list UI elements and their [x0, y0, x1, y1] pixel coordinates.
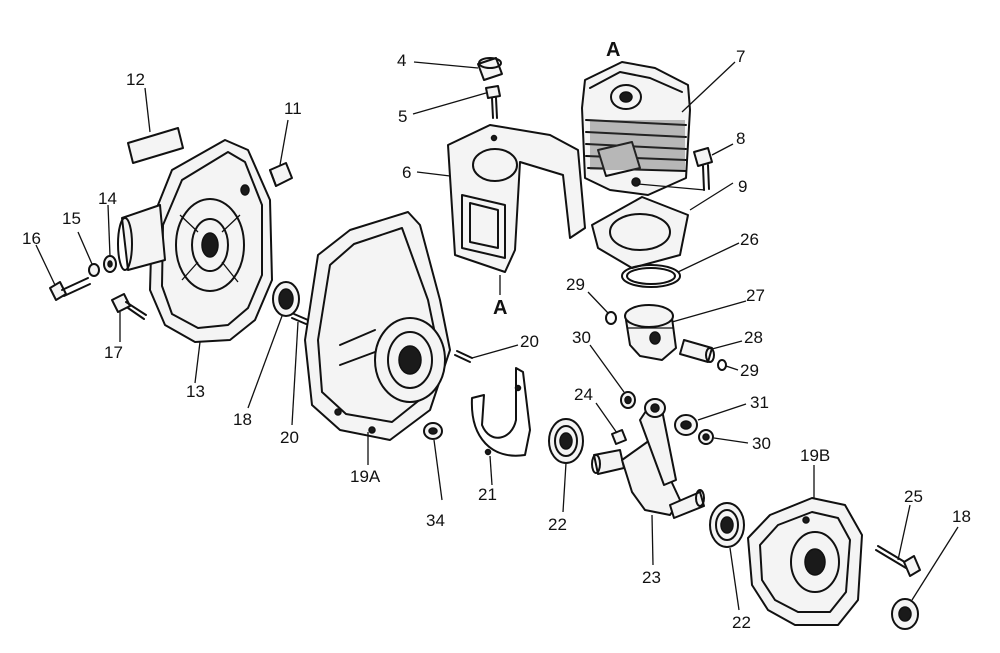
- callout-26: 26: [740, 230, 759, 249]
- callout-23: 23: [642, 568, 661, 587]
- part-13-fan-housing: [117, 139, 273, 343]
- part-17-bolt: [111, 293, 147, 320]
- callout-17: 17: [104, 343, 123, 362]
- callout-29-right: 29: [740, 361, 759, 380]
- part-15-lock-washer: [88, 263, 100, 277]
- part-9-cylinder-gasket: [591, 196, 689, 269]
- part-20-dowel-pin-right: [454, 350, 473, 363]
- part-18-seal-right: [891, 598, 919, 630]
- callout-19A: 19A: [350, 467, 381, 486]
- callout-5: 5: [398, 107, 407, 126]
- callout-6: 6: [402, 163, 411, 182]
- callout-11: 11: [284, 99, 302, 118]
- part-26-piston-ring: [621, 264, 681, 288]
- part-14-washer: [103, 255, 117, 273]
- part-23-crankshaft: [591, 398, 705, 519]
- callout-34: 34: [426, 511, 445, 530]
- part-18-seal-left: [272, 281, 300, 317]
- callout-29-left: 29: [566, 275, 585, 294]
- callout-27: 27: [746, 286, 765, 305]
- part-30-washer-lower: [698, 429, 714, 445]
- part-8-bolt: [693, 147, 713, 191]
- callout-13: 13: [186, 382, 205, 401]
- callout-8: 8: [736, 129, 745, 148]
- callout-14: 14: [98, 189, 117, 208]
- callout-18-right: 18: [952, 507, 971, 526]
- part-29-circlip-left: [605, 311, 617, 325]
- callout-21: 21: [478, 485, 497, 504]
- callout-30-lower: 30: [752, 434, 771, 453]
- part-34-bushing: [423, 422, 443, 440]
- callout-16: 16: [22, 229, 41, 248]
- part-22-bearing-left: [548, 418, 584, 464]
- callout-22-left: 22: [548, 515, 567, 534]
- callout-19B: 19B: [800, 446, 830, 465]
- part-5-screw: [485, 85, 501, 119]
- part-19A-crankcase-half: [304, 211, 451, 441]
- callout-15: 15: [62, 209, 81, 228]
- part-30-washer-upper: [620, 391, 636, 409]
- callout-7: 7: [736, 47, 745, 66]
- part-7-cylinder: [581, 61, 691, 196]
- part-11-grommet: [269, 162, 293, 187]
- part-22-bearing-right: [709, 502, 745, 548]
- callout-9: 9: [738, 177, 747, 196]
- part-4-cap: [477, 57, 503, 81]
- callout-4: 4: [397, 51, 406, 70]
- callout-24: 24: [574, 385, 593, 404]
- part-21-crankcase-gasket: [470, 367, 531, 457]
- part-16-bolt: [49, 277, 91, 301]
- part-27-piston: [624, 304, 677, 361]
- part-31-needle-bearing: [674, 414, 698, 436]
- callout-31: 31: [750, 393, 769, 412]
- callout-25: 25: [904, 487, 923, 506]
- leader-lines: [35, 61, 959, 611]
- part-19B-crankcase-half: [747, 497, 863, 626]
- callouts: 4 5 6 7 8 9 11 12 13 14 15 16 17 18 18 1…: [22, 47, 971, 632]
- callout-12: 12: [126, 70, 145, 89]
- callout-28: 28: [744, 328, 763, 347]
- callout-20-left: 20: [280, 428, 299, 447]
- callout-30-upper: 30: [572, 328, 591, 347]
- part-12-label-plate: [127, 127, 184, 164]
- callout-20-right: 20: [520, 332, 539, 351]
- part-6-cylinder-shroud: [447, 124, 586, 295]
- part-29-circlip-right: [717, 359, 727, 371]
- section-letter-top: A: [606, 39, 620, 61]
- callout-22-right: 22: [732, 613, 751, 632]
- part-28-piston-pin: [679, 339, 715, 363]
- callout-18-left: 18: [233, 410, 252, 429]
- part-24-woodruff-key: [611, 429, 627, 445]
- part-20-dowel-pin-left: [291, 313, 309, 325]
- part-25-screw: [875, 545, 921, 577]
- section-letter-bottom: A: [493, 297, 507, 319]
